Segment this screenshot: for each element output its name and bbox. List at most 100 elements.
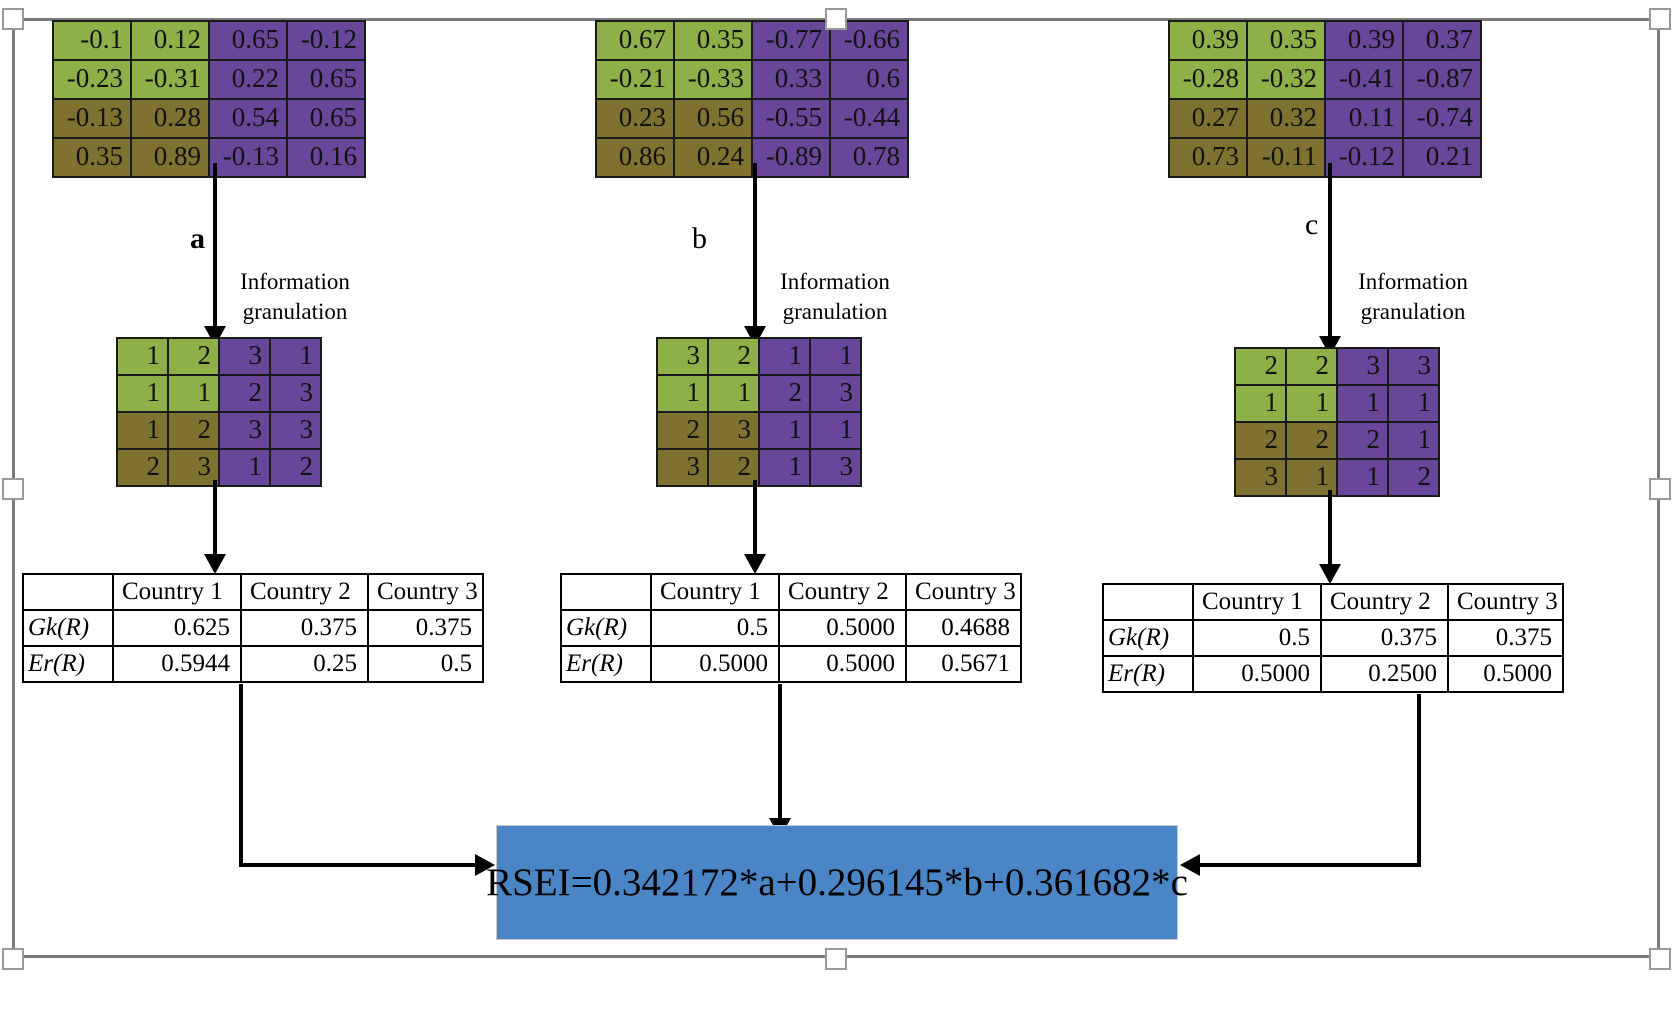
matrix-cell: 0.16 bbox=[286, 137, 366, 178]
selection-handle-middle-right[interactable] bbox=[1649, 478, 1671, 500]
table-header-cell: Country 2 bbox=[778, 573, 907, 611]
matrix-row: 2 2 3 3 bbox=[1234, 347, 1440, 386]
arrow-c-to-rsei-head bbox=[1180, 854, 1200, 876]
arrow-a-to-table-line bbox=[213, 480, 217, 560]
matrix-cell: 3 bbox=[1387, 347, 1440, 386]
matrix-cell: 0.12 bbox=[130, 20, 210, 61]
branch-letter-c: c bbox=[1305, 208, 1319, 241]
selection-handle-bottom-left[interactable] bbox=[2, 948, 24, 970]
table-cell: 0.625 bbox=[112, 609, 242, 647]
matrix-cell: 0.39 bbox=[1324, 20, 1404, 61]
rsei-formula: RSEI=0.342172*a+0.296145*b+0.361682*c bbox=[486, 861, 1188, 904]
selection-handle-bottom-right[interactable] bbox=[1649, 948, 1671, 970]
matrix-row: 2 3 1 2 bbox=[116, 448, 322, 487]
matrix-cell: 2 bbox=[707, 448, 760, 487]
matrix-cell: 1 bbox=[116, 337, 169, 376]
matrix-row: -0.1 0.12 0.65 -0.12 bbox=[52, 20, 366, 61]
matrix-cell: 0.33 bbox=[751, 59, 831, 100]
arrow-b-to-table-head bbox=[744, 554, 766, 574]
granulation-label-line1: Information bbox=[240, 269, 350, 294]
granulation-label-b: Information granulation bbox=[720, 267, 950, 327]
matrix-cell: 0.56 bbox=[673, 98, 753, 139]
result-table-a: Country 1 Country 2 Country 3 Gk(R) 0.62… bbox=[22, 573, 484, 683]
source-matrix-a: -0.1 0.12 0.65 -0.12 -0.23 -0.31 0.22 0.… bbox=[52, 20, 366, 178]
matrix-cell: 0.73 bbox=[1168, 137, 1248, 178]
matrix-cell: -0.55 bbox=[751, 98, 831, 139]
table-header-cell: Country 1 bbox=[650, 573, 780, 611]
table-cell: 0.5 bbox=[1192, 619, 1322, 657]
arrow-b-to-granulated-line bbox=[753, 163, 757, 330]
selection-handle-bottom-center[interactable] bbox=[825, 948, 847, 970]
matrix-cell: 0.11 bbox=[1324, 98, 1404, 139]
matrix-row: 1 1 2 3 bbox=[116, 374, 322, 413]
matrix-cell: 1 bbox=[1234, 384, 1287, 423]
selection-handle-top-center[interactable] bbox=[825, 8, 847, 30]
arrow-c-to-granulated-line bbox=[1328, 163, 1332, 340]
matrix-cell: 0.37 bbox=[1402, 20, 1482, 61]
matrix-cell: 3 bbox=[656, 337, 709, 376]
matrix-cell: 0.28 bbox=[130, 98, 210, 139]
matrix-cell: 3 bbox=[218, 411, 271, 450]
table-cell: 0.5000 bbox=[1447, 655, 1564, 693]
table-header-row: Country 1 Country 2 Country 3 bbox=[1102, 583, 1564, 621]
table-cell: 0.5000 bbox=[778, 609, 907, 647]
table-header-row: Country 1 Country 2 Country 3 bbox=[560, 573, 1022, 611]
result-table-b: Country 1 Country 2 Country 3 Gk(R) 0.5 … bbox=[560, 573, 1022, 683]
table-cell: 0.5671 bbox=[905, 645, 1022, 683]
arrow-c-to-table-head bbox=[1319, 564, 1341, 584]
matrix-cell: 3 bbox=[269, 374, 322, 413]
table-header-cell: Country 3 bbox=[367, 573, 484, 611]
selection-handle-top-left[interactable] bbox=[2, 8, 24, 30]
matrix-row: 1 2 3 1 bbox=[116, 337, 322, 376]
source-matrix-b: 0.67 0.35 -0.77 -0.66 -0.21 -0.33 0.33 0… bbox=[595, 20, 909, 178]
matrix-cell: -0.11 bbox=[1246, 137, 1326, 178]
result-table-c: Country 1 Country 2 Country 3 Gk(R) 0.5 … bbox=[1102, 583, 1564, 693]
matrix-cell: 2 bbox=[1285, 421, 1338, 460]
arrow-c-to-table-line bbox=[1328, 490, 1332, 570]
table-cell: 0.375 bbox=[240, 609, 369, 647]
rsei-result-box: RSEI=0.342172*a+0.296145*b+0.361682*c bbox=[486, 825, 1188, 940]
arrow-a-to-rsei-head bbox=[475, 854, 495, 876]
matrix-cell: 0.21 bbox=[1402, 137, 1482, 178]
matrix-row: 3 2 1 3 bbox=[656, 448, 862, 487]
matrix-cell: 1 bbox=[1387, 384, 1440, 423]
branch-letter-a: a bbox=[190, 222, 205, 255]
matrix-cell: 3 bbox=[1234, 458, 1287, 497]
matrix-cell: 2 bbox=[758, 374, 811, 413]
table-row-label: Gk(R) bbox=[1102, 619, 1194, 657]
matrix-cell: 0.35 bbox=[1246, 20, 1326, 61]
matrix-cell: 1 bbox=[758, 448, 811, 487]
table-row-label: Er(R) bbox=[22, 645, 114, 683]
matrix-cell: -0.74 bbox=[1402, 98, 1482, 139]
matrix-row: 0.35 0.89 -0.13 0.16 bbox=[52, 137, 366, 178]
matrix-cell: -0.12 bbox=[286, 20, 366, 61]
matrix-cell: -0.87 bbox=[1402, 59, 1482, 100]
table-cell: 0.5000 bbox=[650, 645, 780, 683]
matrix-row: -0.23 -0.31 0.22 0.65 bbox=[52, 59, 366, 100]
matrix-cell: 1 bbox=[1285, 384, 1338, 423]
matrix-cell: 1 bbox=[1285, 458, 1338, 497]
matrix-cell: 1 bbox=[269, 337, 322, 376]
matrix-cell: 0.35 bbox=[52, 137, 132, 178]
matrix-cell: 0.65 bbox=[286, 98, 366, 139]
matrix-row: 3 2 1 1 bbox=[656, 337, 862, 376]
table-header-cell: Country 1 bbox=[1192, 583, 1322, 621]
matrix-cell: -0.32 bbox=[1246, 59, 1326, 100]
table-row: Er(R) 0.5000 0.5000 0.5671 bbox=[560, 645, 1022, 683]
matrix-cell: 0.39 bbox=[1168, 20, 1248, 61]
matrix-cell: 3 bbox=[809, 374, 862, 413]
selection-handle-middle-left[interactable] bbox=[2, 478, 24, 500]
matrix-cell: 2 bbox=[1285, 347, 1338, 386]
table-row: Er(R) 0.5944 0.25 0.5 bbox=[22, 645, 484, 683]
matrix-cell: 2 bbox=[1234, 421, 1287, 460]
selection-handle-top-right[interactable] bbox=[1649, 8, 1671, 30]
matrix-cell: 0.27 bbox=[1168, 98, 1248, 139]
granulation-label-a: Information granulation bbox=[180, 267, 410, 327]
matrix-cell: 2 bbox=[1336, 421, 1389, 460]
table-cell: 0.5000 bbox=[778, 645, 907, 683]
granulated-matrix-c: 2 2 3 3 1 1 1 1 2 2 2 1 3 1 1 2 bbox=[1234, 347, 1440, 497]
matrix-cell: 2 bbox=[707, 337, 760, 376]
table-header-cell: Country 2 bbox=[1320, 583, 1449, 621]
matrix-row: 3 1 1 2 bbox=[1234, 458, 1440, 497]
